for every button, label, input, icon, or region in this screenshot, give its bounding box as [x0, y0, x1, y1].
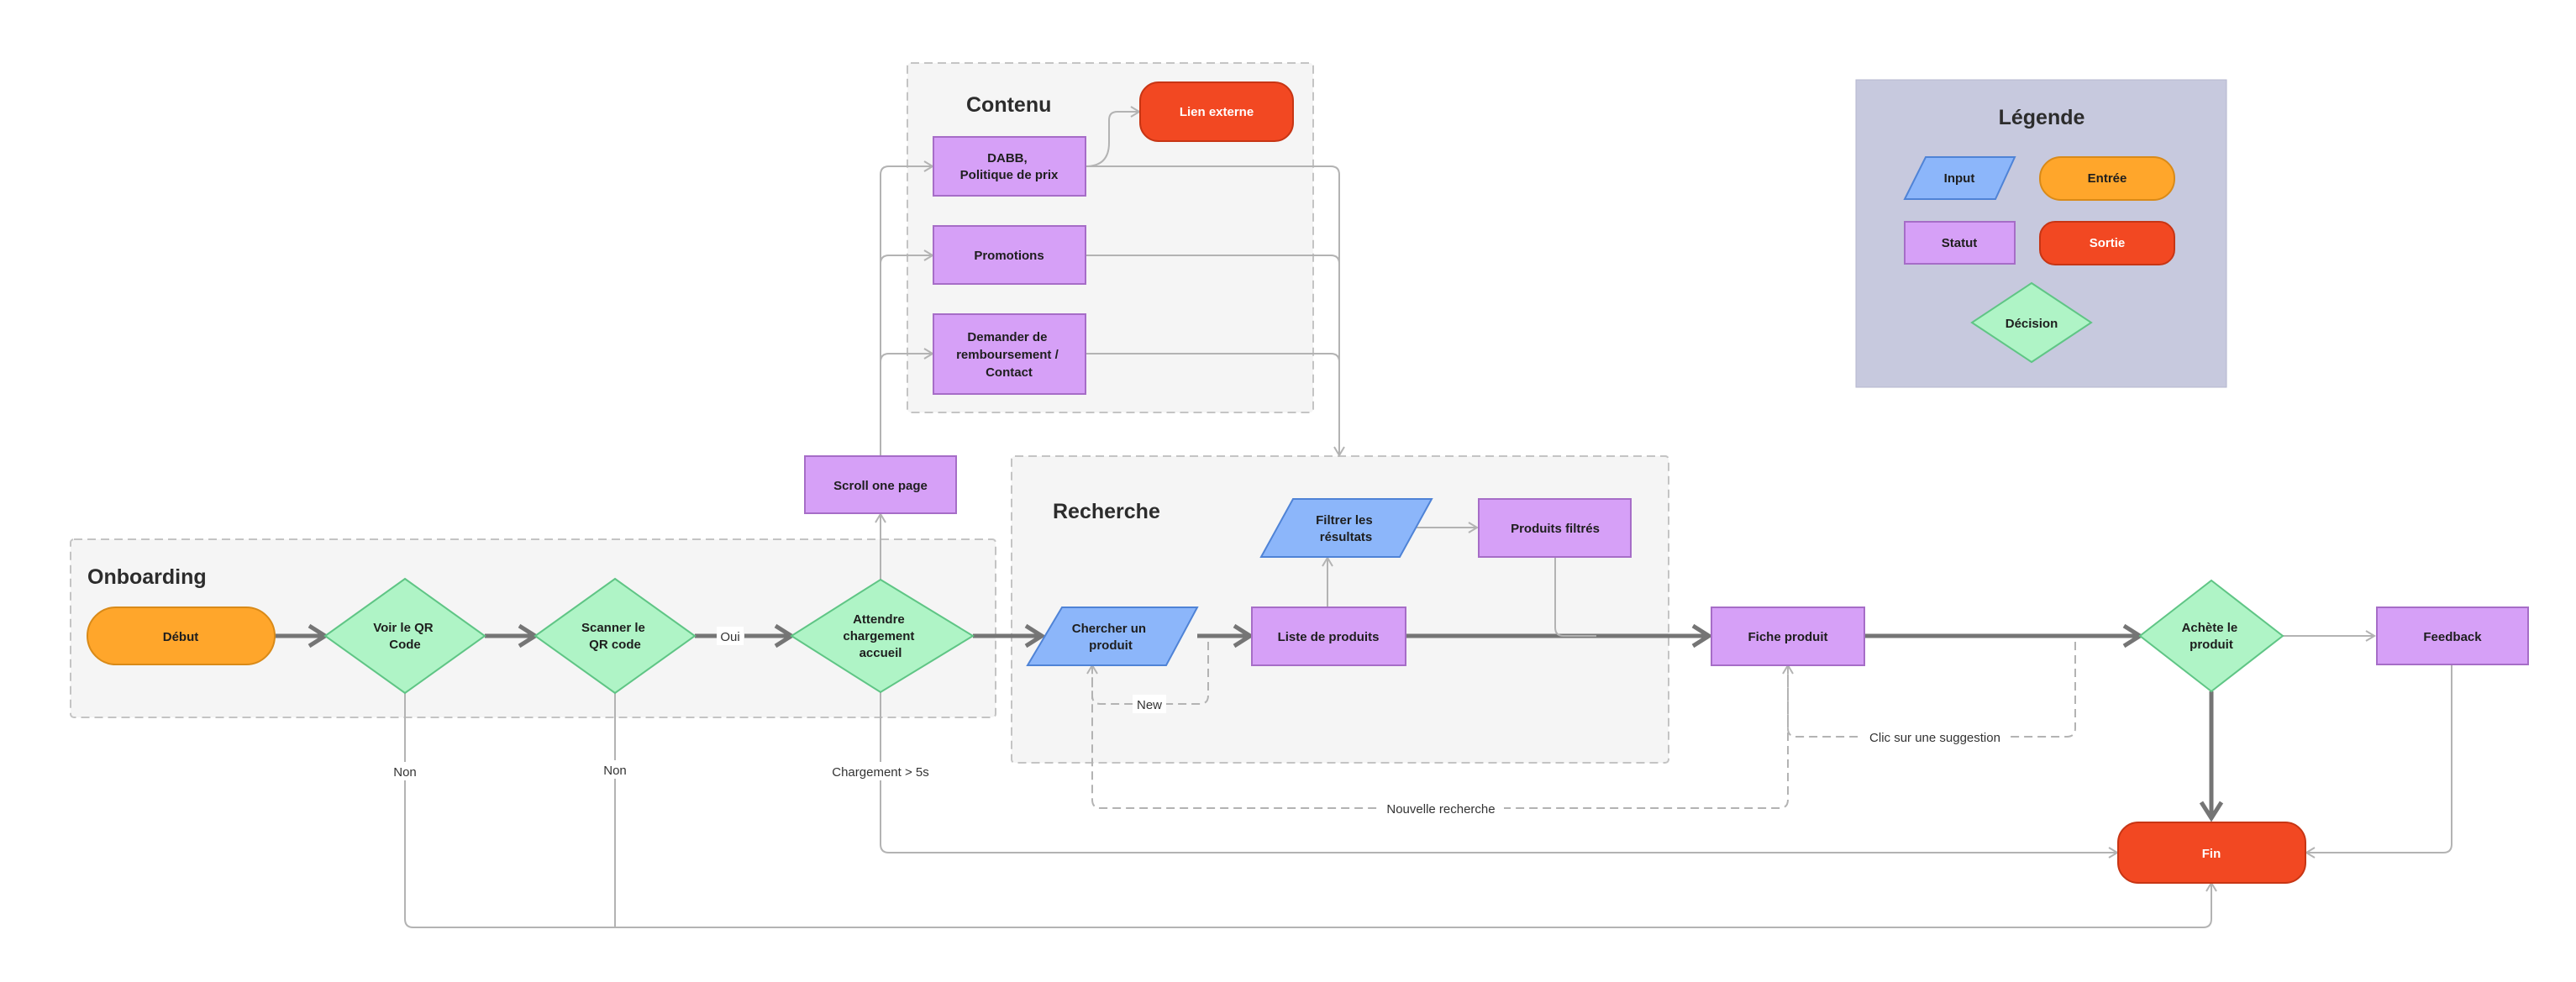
svg-text:Voir le QR Code: Voir le QR Code [373, 621, 437, 652]
svg-text:Entrée: Entrée [2088, 171, 2127, 186]
svg-text:Non: Non [603, 764, 627, 778]
edge-scroll-contenu [880, 160, 934, 456]
legend-input: Input [1903, 156, 2016, 200]
svg-text:Feedback: Feedback [2423, 630, 2482, 644]
node-achete: Achète le produit [2138, 579, 2284, 693]
node-scanner-qr: Scanner le QR code [534, 577, 697, 695]
svg-text:Promotions: Promotions [974, 249, 1044, 263]
node-feedback: Feedback [2376, 607, 2529, 665]
edge-label-non-2: Non [600, 760, 630, 779]
svg-text:Fin: Fin [2202, 847, 2221, 861]
edge-voir-non-fin [404, 691, 2217, 928]
node-dabb: DABB, Politique de prix [933, 136, 1086, 197]
edge-contenu-recherche [1086, 165, 1345, 457]
svg-text:Achète le produit: Achète le produit [2182, 621, 2242, 652]
node-remboursement: Demander de remboursement / Contact [933, 313, 1086, 395]
svg-text:Sortie: Sortie [2090, 236, 2126, 250]
group-onboarding-title: Onboarding [87, 565, 207, 589]
node-fin: Fin [2117, 822, 2306, 884]
svg-text:Début: Début [163, 630, 199, 644]
svg-text:Demander de remboursemen: Demander de remboursement / Contact [956, 330, 1062, 380]
node-chercher: Chercher un produit [1026, 607, 1199, 666]
svg-text:Input: Input [1944, 171, 1975, 186]
node-voir-qr: Voir le QR Code [323, 577, 486, 695]
legend: Légende Input Entrée Statut Sortie Décis… [1855, 79, 2227, 388]
svg-text:Scroll one page: Scroll one page [833, 479, 928, 493]
edges [275, 106, 2452, 928]
legend-title: Légende [1999, 106, 2085, 129]
svg-text:Chargement > 5s: Chargement > 5s [832, 765, 928, 780]
svg-text:Nouvelle recherche: Nouvelle recherche [1386, 802, 1495, 817]
svg-text:Statut: Statut [1942, 236, 1978, 250]
svg-text:Oui: Oui [720, 630, 739, 644]
edge-label-non-1: Non [390, 762, 420, 780]
node-promotions: Promotions [933, 225, 1086, 285]
node-produits-filtres: Produits filtrés [1478, 498, 1632, 558]
node-debut: Début [87, 607, 276, 665]
edge-feedback-fin [2305, 664, 2452, 859]
edge-label-nouvelle-recherche: Nouvelle recherche [1378, 799, 1504, 817]
edge-label-suggestion: Clic sur une suggestion [1859, 727, 2011, 746]
node-fiche: Fiche produit [1711, 607, 1865, 666]
svg-text:Lien externe: Lien externe [1180, 105, 1254, 119]
svg-text:Chercher un produit: Chercher un produit [1072, 622, 1150, 653]
svg-text:Fiche produit: Fiche produit [1748, 630, 1828, 644]
svg-text:Décision: Décision [2006, 317, 2058, 331]
svg-text:New: New [1137, 698, 1162, 712]
legend-sortie: Sortie [2039, 221, 2175, 265]
node-lien-externe: Lien externe [1139, 81, 1294, 142]
edge-label-oui: Oui [717, 627, 744, 645]
svg-text:Filtrer les résultats: Filtrer les résultats [1316, 513, 1376, 544]
node-attendre: Attendre chargement accueil [790, 578, 975, 694]
svg-text:Clic sur une suggestion: Clic sur une suggestion [1869, 731, 2000, 745]
legend-statut: Statut [1904, 221, 2016, 265]
edge-dabb-lien [1085, 106, 1141, 167]
svg-text:Produits filtrés: Produits filtrés [1511, 522, 1600, 536]
legend-decision: Décision [1970, 281, 2093, 364]
edge-attendre-fin [880, 691, 2119, 859]
node-filtrer: Filtrer les résultats [1259, 498, 1433, 558]
node-liste: Liste de produits [1251, 607, 1406, 666]
edge-label-chargement: Chargement > 5s [823, 762, 938, 780]
svg-text:Scanner le QR code: Scanner le QR code [581, 621, 649, 652]
svg-text:DABB, Politique de prix: DABB, Politique de prix [960, 151, 1059, 182]
legend-entree: Entrée [2039, 156, 2175, 201]
edge-label-new: New [1133, 695, 1166, 713]
group-recherche-title: Recherche [1053, 500, 1160, 523]
group-contenu-title: Contenu [966, 93, 1051, 117]
node-scroll: Scroll one page [804, 455, 957, 514]
svg-text:Non: Non [393, 765, 417, 780]
svg-text:Liste de produits: Liste de produits [1278, 630, 1380, 644]
svg-text:Attendre chargement: Attendre chargement accueil [843, 612, 917, 660]
edge-filtres-fiche [1554, 557, 1596, 637]
